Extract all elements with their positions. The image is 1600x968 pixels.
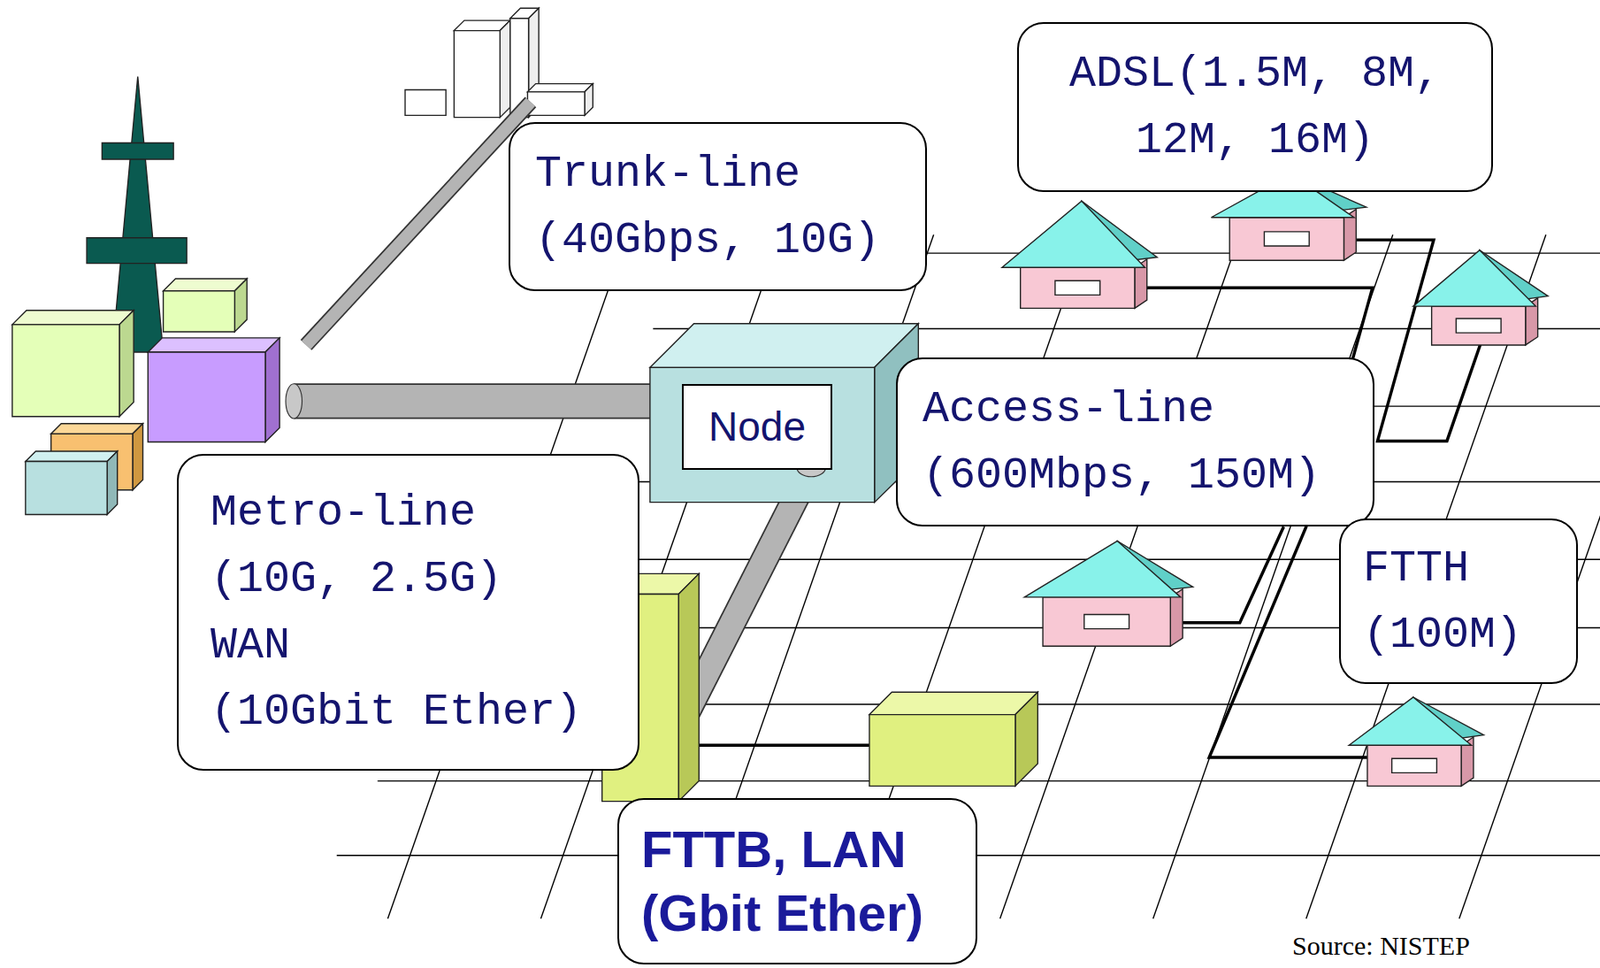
house-roof (1413, 250, 1536, 307)
pipe-end (285, 383, 302, 419)
node-text: Metro-line (10G, 2.5G) (210, 479, 606, 613)
building-side (107, 451, 118, 515)
lan-wire (698, 742, 870, 746)
source-note: Source: NISTEP (1289, 930, 1473, 961)
house (1042, 597, 1171, 646)
metro-pipe (293, 384, 653, 418)
house (1020, 267, 1135, 308)
callout-box: Access-line (600Mbps, 150M) (895, 357, 1375, 527)
building-top (869, 691, 1038, 714)
grid-line (1000, 234, 1241, 919)
house-window (1055, 280, 1101, 295)
house-window (1084, 614, 1130, 629)
callout-box: Metro-line (10G, 2.5G)WAN(10Gbit Ether) (176, 453, 640, 771)
callout-box: FTTB, LAN (Gbit Ether) (617, 797, 978, 965)
building-side (132, 423, 144, 490)
building (527, 91, 585, 116)
building (869, 714, 1016, 787)
building (453, 30, 500, 118)
house (1431, 306, 1526, 345)
callout-box: FTTH (100M) (1339, 518, 1578, 684)
building-side (678, 573, 699, 801)
building-side (1015, 691, 1038, 786)
house-roof (1024, 540, 1181, 597)
node-text: Access-line (600Mbps, 150M) (922, 375, 1348, 509)
node-housing (650, 367, 875, 502)
trunk-pipe (306, 101, 531, 345)
trunk-pipe-outline (306, 101, 531, 345)
access-wire (1173, 526, 1285, 622)
node-text: FTTB, LAN (Gbit Ether) (641, 817, 954, 946)
house (1367, 744, 1462, 786)
building (163, 290, 236, 332)
building-top (163, 278, 248, 291)
node-housing-top (650, 323, 919, 368)
node-text: Trunk-line (40Gbps, 10G) (535, 140, 901, 274)
callout-box: Trunk-line (40Gbps, 10G) (508, 122, 927, 291)
building-top (12, 310, 134, 325)
house-window (1263, 231, 1310, 246)
building-side (584, 84, 593, 116)
building-side (265, 337, 280, 443)
tower-bar (101, 143, 174, 160)
building (405, 90, 446, 116)
building-side (119, 310, 134, 417)
house (1229, 217, 1344, 261)
tower-bar (86, 237, 187, 264)
house-roof (1002, 200, 1146, 268)
metro-pipe-outline (293, 382, 653, 419)
building-top (147, 337, 280, 353)
house-window (1455, 318, 1501, 333)
node-text: (10Gbit Ether) (210, 678, 606, 745)
building-side (499, 20, 511, 118)
lan-pipe-outline (685, 466, 812, 714)
building (12, 324, 120, 417)
lan-pipe (685, 466, 812, 714)
node-text: WAN (210, 612, 606, 679)
node-label-box: Node (681, 383, 833, 470)
house-window (1392, 757, 1438, 773)
building-side (234, 278, 247, 332)
node-text: Node (708, 402, 806, 452)
building (25, 460, 108, 514)
building-top (51, 423, 144, 435)
callout-box: ADSL(1.5M, 8M, 12M, 16M) (1017, 22, 1493, 192)
node-text: ADSL(1.5M, 8M, 12M, 16M) (1043, 40, 1467, 174)
building-top (527, 84, 593, 92)
house-roof (1348, 696, 1471, 745)
building-top (25, 451, 118, 462)
building (147, 352, 266, 443)
node-text: FTTH (100M) (1362, 535, 1555, 668)
